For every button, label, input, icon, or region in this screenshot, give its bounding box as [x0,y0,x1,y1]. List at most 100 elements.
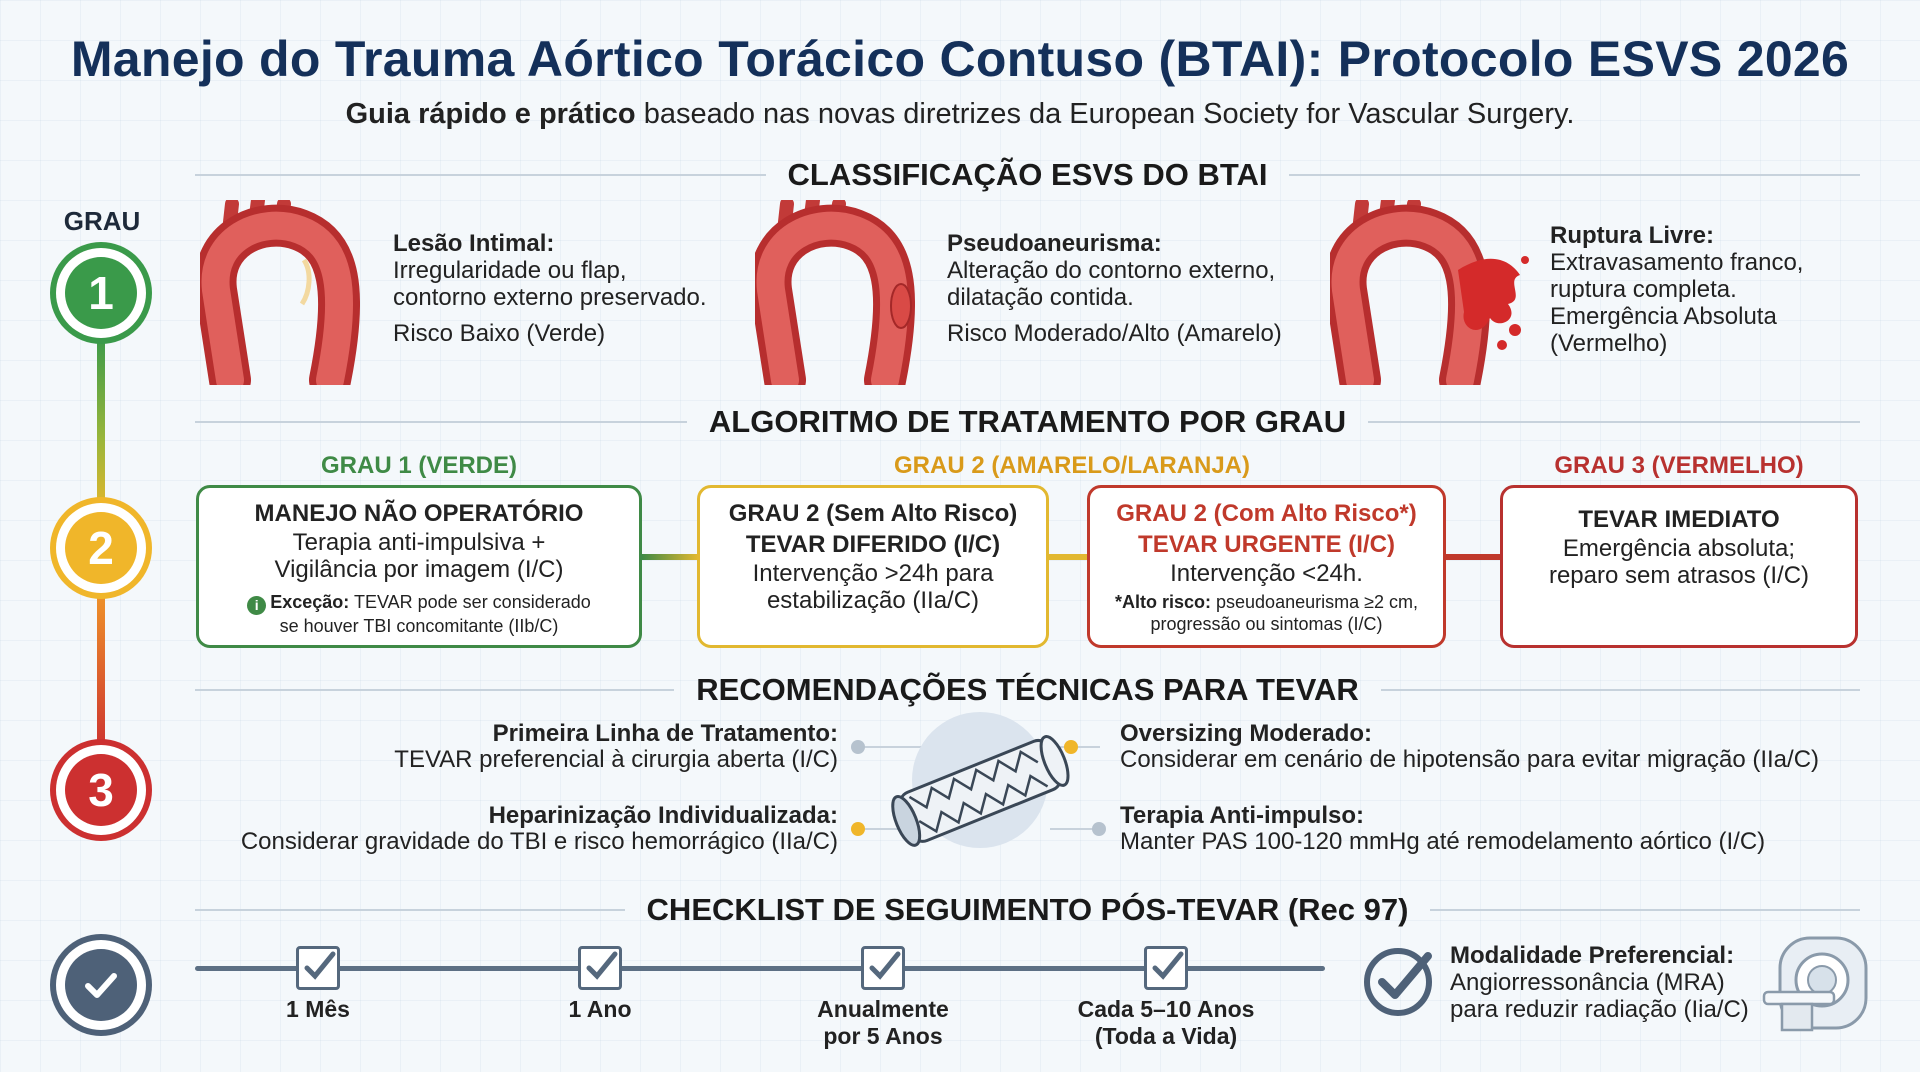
box-grade2-urgent: GRAU 2 (Com Alto Risco*) TEVAR URGENTE (… [1087,485,1446,648]
page-title: Manejo do Trauma Aórtico Torácico Contus… [70,31,1850,87]
aorta-intimal-icon [200,200,360,385]
box1-heading: MANEJO NÃO OPERATÓRIO [254,500,584,527]
modality-text: Modalidade Preferencial: Angiorressonânc… [1450,942,1749,1023]
checkbox-1-month [296,946,340,990]
aorta-pseudoaneurysm-icon [755,200,915,385]
stent-graft-icon [891,712,1070,848]
box4-line-1: Emergência absoluta; [1562,535,1796,562]
class-rupture-desc-2: ruptura completa. [1550,276,1737,303]
divider [195,421,687,423]
modality-desc-1: Angiorressonância (MRA) [1450,969,1725,996]
class-rupture-desc-1: Extravasamento franco, [1550,249,1804,276]
step-3-line-1: Anualmente [817,996,949,1022]
step-2-line-1: 1 Ano [568,996,632,1022]
class-rupture-desc-3: Emergência Absoluta [1550,303,1777,330]
subtitle-rest: baseado nas novas diretrizes da European… [635,98,1575,130]
checkbox-1-year [578,946,622,990]
class-intimal-title: Lesão Intimal: [393,230,555,257]
step-1-line-1: 1 Mês [286,996,350,1022]
box4-heading: TEVAR IMEDIATO [1578,506,1780,533]
followup-timeline [195,966,1325,971]
checklist-header-text: CHECKLIST DE SEGUIMENTO PÓS-TEVAR (Rec 9… [646,892,1409,927]
step-annually: Anualmente por 5 Anos [773,996,993,1050]
class-rupture: Ruptura Livre: Extravasamento franco, ru… [1550,222,1803,357]
box3-note-rest: pseudoaneurisma ≥2 cm, [1211,592,1418,612]
classification-header-text: CLASSIFICAÇÃO ESVS DO BTAI [787,157,1268,192]
tech-anti-impulse: Terapia Anti-impulso: Manter PAS 100-120… [1120,803,1880,855]
grade-2-label: GRAU 2 (AMARELO/LARANJA) [894,452,1250,479]
check-icon [304,951,336,980]
divider [195,174,766,176]
rail-check [56,940,146,1030]
divider [1430,909,1861,911]
tech-line-4 [1050,828,1100,830]
rail-step-1-number: 1 [65,257,137,329]
box-grade2-deferred: GRAU 2 (Sem Alto Risco) TEVAR DIFERIDO (… [697,485,1049,648]
box3-heading-2: TEVAR URGENTE (I/C) [1138,531,1395,558]
class-intimal-desc-2: contorno externo preservado. [393,284,707,311]
box4-line-2: reparo sem atrasos (I/C) [1548,562,1810,589]
checklist-header: CHECKLIST DE SEGUIMENTO PÓS-TEVAR (Rec 9… [195,890,1861,930]
step-4-line-1: Cada 5–10 Anos [1077,996,1255,1022]
box3-heading-1: GRAU 2 (Com Alto Risco*) [1116,500,1417,527]
box3-note-bold: *Alto risco: [1115,592,1212,612]
grade-3-label: GRAU 3 (VERMELHO) [1554,452,1804,479]
class-pseudoaneurysm: Pseudoaneurisma: Alteração do contorno e… [947,230,1282,347]
rail-step-1: 1 [56,248,146,338]
tech-dot-4 [1092,822,1106,836]
box2-line-2: estabilização (IIa/C) [766,587,980,614]
box1-line-1: Terapia anti-impulsiva + [292,529,546,556]
class-rupture-desc-4: (Vermelho) [1550,330,1668,357]
modality-title: Modalidade Preferencial: [1450,942,1735,969]
box3-note-line2: progressão ou sintomas (I/C) [1150,614,1383,634]
box3-line-1: Intervenção <24h. [1170,560,1363,587]
divider [195,909,625,911]
class-pseudo-risk: Risco Moderado/Alto (Amarelo) [947,320,1282,347]
aorta-rupture-icon [1330,200,1529,385]
check-icon [1152,951,1184,980]
check-icon [586,951,618,980]
step-5-10-years: Cada 5–10 Anos (Toda a Vida) [1056,996,1276,1050]
divider [195,689,675,691]
tech-2-desc: Considerar gravidade do TBI e risco hemo… [240,828,838,855]
connector-1-2 [642,554,698,560]
class-pseudo-title: Pseudoaneurisma: [947,230,1162,257]
class-pseudo-desc-2: dilatação contida. [947,284,1134,311]
tech-4-title: Terapia Anti-impulso: [1120,802,1365,829]
rail-step-3-number: 3 [65,754,137,826]
tech-dot-2 [851,822,865,836]
tech-heparin: Heparinização Individualizada: Considera… [200,803,838,855]
check-icon [65,949,137,1021]
box-grade3-immediate: TEVAR IMEDIATO Emergência absoluta; repa… [1500,485,1858,648]
grade-1-label: GRAU 1 (VERDE) [320,452,518,479]
tech-header-text: RECOMENDAÇÕES TÉCNICAS PARA TEVAR [696,672,1359,707]
tech-dot-1 [851,740,865,754]
tech-first-line: Primeira Linha de Tratamento: TEVAR pref… [300,721,838,773]
divider [1289,174,1860,176]
rail-step-2: 2 [56,503,146,593]
box1-note-line2: se houver TBI concomitante (IIb/C) [279,616,559,636]
tech-4-desc: Manter PAS 100-120 mmHg até remodelament… [1120,828,1766,855]
modality-desc-2: para reduzir radiação (Iia/C) [1450,996,1749,1023]
box1-note-rest: TEVAR pode ser considerado [349,592,591,612]
step-4-line-2: (Toda a Vida) [1094,1023,1238,1049]
rail-step-2-number: 2 [65,512,137,584]
box2-heading-2: TEVAR DIFERIDO (I/C) [745,531,1001,558]
box1-note-bold: Exceção: [270,592,350,612]
tech-header: RECOMENDAÇÕES TÉCNICAS PARA TEVAR [195,670,1860,710]
box3-note: *Alto risco: pseudoaneurisma ≥2 cm, prog… [1090,591,1443,635]
step-1-year: 1 Ano [490,996,710,1023]
class-rupture-title: Ruptura Livre: [1550,222,1715,249]
algorithm-header: ALGORITMO DE TRATAMENTO POR GRAU [195,402,1861,442]
classification-header: CLASSIFICAÇÃO ESVS DO BTAI [195,155,1860,195]
checkbox-5-10-years [1144,946,1188,990]
tech-3-title: Oversizing Moderado: [1120,720,1373,747]
info-icon: i [247,596,267,615]
check-icon [869,951,901,980]
checkbox-annually [861,946,905,990]
subtitle-bold: Guia rápido e prático [345,98,636,130]
class-pseudo-desc-1: Alteração do contorno externo, [947,257,1276,284]
mri-scanner-icon [1762,936,1868,1032]
box-grade1-nonoperative: MANEJO NÃO OPERATÓRIO Terapia anti-impul… [196,485,642,648]
